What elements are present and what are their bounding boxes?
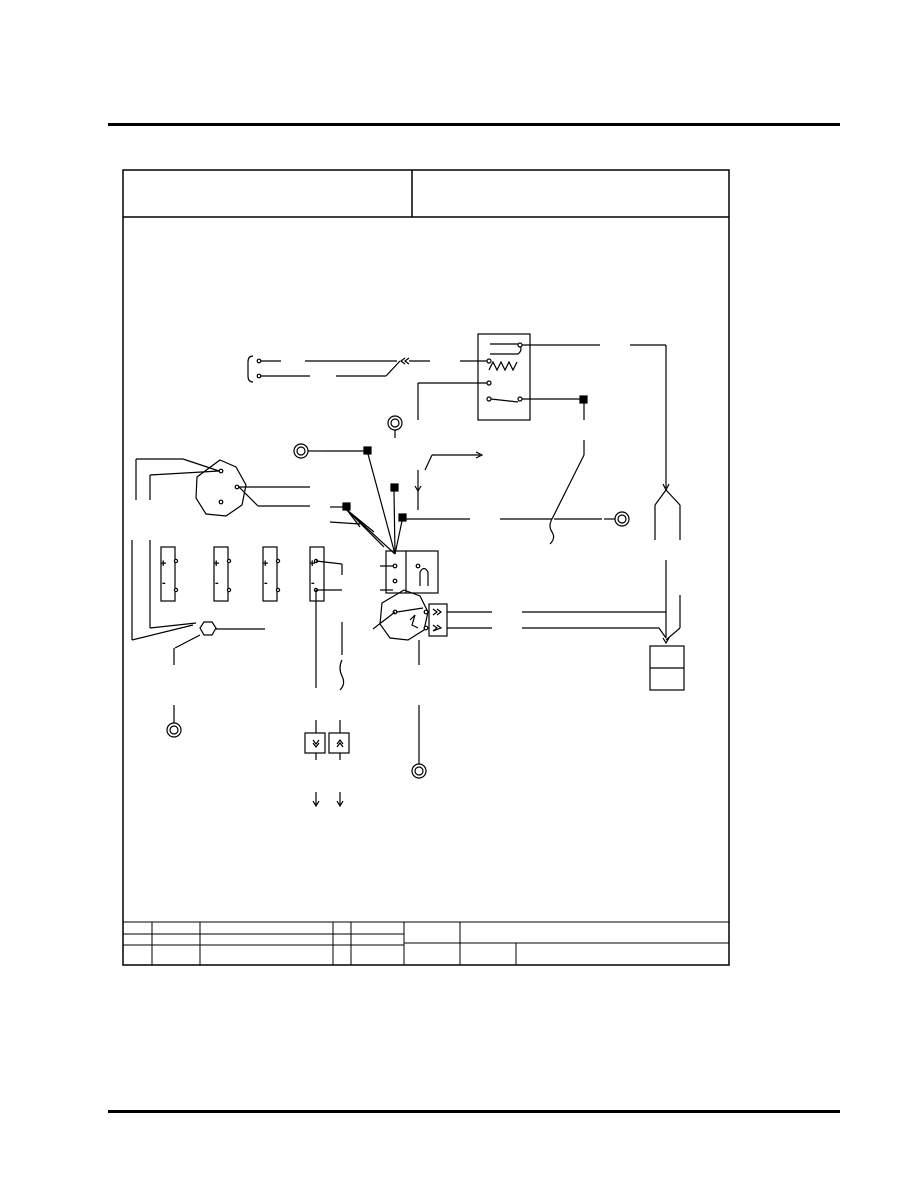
fuse-pair — [304, 720, 350, 760]
footer-table — [123, 921, 729, 965]
splice-square-icon — [579, 395, 588, 404]
ground-lug-icon — [411, 705, 427, 779]
ground-lug-icon — [293, 443, 322, 459]
ground-lug-icon — [387, 415, 403, 438]
arrow-icon — [312, 792, 344, 808]
battery-mark: - — [311, 577, 315, 589]
connector-icon — [400, 357, 410, 365]
splice-square-icon — [342, 446, 407, 522]
resistor-icon — [488, 360, 518, 372]
header-right-cell — [416, 173, 724, 213]
battery-mark: - — [162, 577, 166, 589]
arrow-icon — [414, 451, 484, 510]
ground-lug-icon — [166, 705, 182, 738]
battery-bank — [160, 546, 325, 602]
battery-cell-icon — [309, 546, 325, 602]
harness-fan — [329, 440, 602, 555]
connector-icon — [423, 603, 448, 637]
figure-border — [122, 169, 730, 966]
battery-cell-icon — [213, 546, 232, 602]
battery-mark: + — [262, 558, 268, 570]
distributor-icon — [135, 458, 310, 517]
battery-cell-icon — [262, 546, 281, 602]
battery-polarity-marks: + - + - + - + - — [160, 558, 315, 589]
battery-mark: + — [213, 558, 219, 570]
top-rule — [108, 123, 840, 126]
bottom-rule — [108, 1110, 840, 1113]
battery-mark: + — [309, 558, 315, 570]
right-harness — [447, 483, 681, 645]
battery-mark: - — [215, 577, 219, 589]
ground-lug-icon — [604, 511, 630, 527]
switch-icon — [380, 550, 439, 594]
battery-cell-icon — [160, 546, 179, 602]
battery-mark: + — [160, 558, 166, 570]
starter-terminal-icon — [199, 621, 217, 636]
left-loop-wires — [131, 540, 345, 691]
battery-mark: - — [264, 577, 268, 589]
junction-box — [649, 645, 685, 691]
upper-lead-wires — [247, 344, 667, 488]
ignition-coil-icon — [372, 589, 429, 665]
regulator-box — [477, 333, 531, 421]
header-left-cell — [126, 173, 408, 213]
